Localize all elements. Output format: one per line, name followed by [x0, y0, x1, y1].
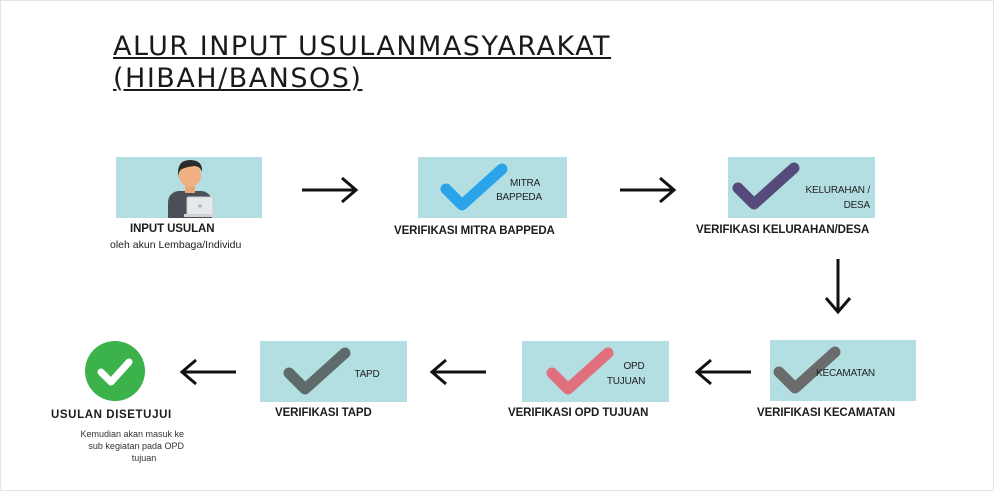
- check-icon: [773, 346, 841, 394]
- arrow-left-icon: [429, 358, 486, 386]
- step-opd-tujuan-label-2: TUJUAN: [606, 376, 646, 387]
- arrow-down-icon: [824, 259, 852, 315]
- user-laptop-icon: [168, 160, 216, 218]
- title-line-1: ALUR INPUT USULANMASYARAKAT: [113, 31, 612, 62]
- step-approved-caption: USULAN DISETUJUI: [51, 409, 172, 421]
- approved-check-circle-icon: [85, 341, 145, 401]
- step-input-usulan-subcaption: oleh akun Lembaga/Individu: [110, 239, 242, 251]
- step-approved-note-3: tujuan: [131, 453, 157, 463]
- page-title: ALUR INPUT USULANMASYARAKAT (HIBAH/BANSO…: [113, 31, 611, 95]
- step-kelurahan-desa-label-2: DESA: [843, 200, 871, 211]
- arrow-left-icon: [179, 358, 236, 386]
- step-approved-note-1: Kemudian akan masuk ke: [80, 429, 184, 439]
- step-mitra-bappeda-caption: VERIFIKASI MITRA BAPPEDA: [394, 225, 555, 237]
- step-opd-tujuan-caption: VERIFIKASI OPD TUJUAN: [508, 407, 649, 419]
- step-opd-tujuan-label-1: OPD: [623, 361, 645, 372]
- step-kecamatan-caption: VERIFIKASI KECAMATAN: [757, 407, 896, 419]
- step-kelurahan-desa-label-1: KELURAHAN /: [805, 185, 871, 196]
- step-mitra-bappeda-label-1: MITRA: [509, 178, 541, 189]
- title-line-2: (HIBAH/BANSOS): [113, 63, 363, 94]
- step-tapd-caption: VERIFIKASI TAPD: [275, 407, 372, 419]
- step-kelurahan-desa-caption: VERIFIKASI KELURAHAN/DESA: [696, 224, 870, 236]
- check-icon: [440, 163, 508, 211]
- check-icon: [283, 347, 351, 395]
- step-kecamatan-label: KECAMATAN: [816, 368, 875, 379]
- check-icon: [732, 162, 800, 210]
- step-tapd-label: TAPD: [354, 369, 380, 380]
- step-mitra-bappeda-label-2: BAPPEDA: [496, 192, 542, 203]
- step-approved-note-2: sub kegiatan pada OPD: [88, 441, 184, 451]
- arrow-right-icon: [302, 176, 359, 204]
- check-icon: [546, 347, 614, 395]
- step-input-usulan-caption: INPUT USULAN: [130, 223, 215, 235]
- arrow-right-icon: [620, 176, 677, 204]
- arrow-left-icon: [694, 358, 751, 386]
